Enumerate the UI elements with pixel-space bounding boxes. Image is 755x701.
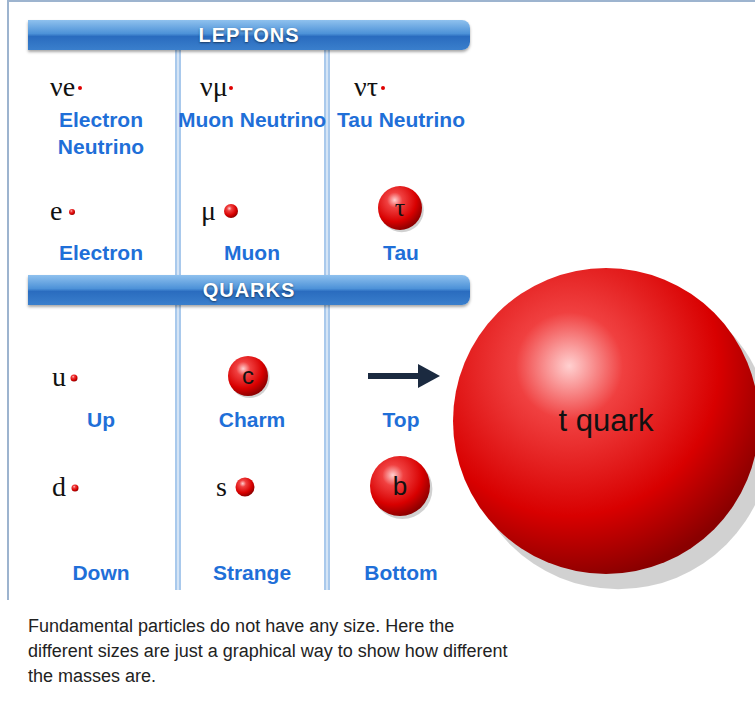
particle-name: Top: [326, 406, 476, 433]
particle-symbol: s: [216, 472, 227, 502]
mass-sphere: c: [228, 356, 268, 396]
pointer-arrow: [368, 364, 440, 388]
particle-symbol: νe: [50, 72, 75, 102]
caption-text: Fundamental particles do not have any si…: [28, 614, 508, 689]
particle-name: Muon Neutrino: [177, 106, 327, 133]
particle-symbol: νμ: [200, 72, 228, 102]
particle-symbol: u: [52, 362, 66, 392]
particle-name: Tau: [326, 239, 476, 266]
particle-name: Charm: [177, 406, 327, 433]
particle-symbol: ντ: [354, 72, 378, 102]
particle-name: Down: [26, 559, 176, 586]
particle-symbol: b: [393, 471, 407, 502]
frame-line: [7, 0, 9, 600]
particle-name: Muon: [177, 239, 327, 266]
particle-name: Bottom: [326, 559, 476, 586]
particle-name: Electron Neutrino: [26, 106, 176, 160]
mass-sphere: τ: [378, 186, 422, 230]
particle-name: Tau Neutrino: [326, 106, 476, 133]
section-title: QUARKS: [203, 279, 296, 302]
section-band: LEPTONS: [28, 20, 470, 50]
particle-symbol: τ: [395, 193, 405, 223]
particle-symbol: e: [50, 196, 62, 226]
particle-name: Strange: [177, 559, 327, 586]
particle-name: Up: [26, 406, 176, 433]
frame-line: [8, 0, 755, 2]
mass-sphere: t quark: [453, 268, 755, 574]
section-band: QUARKS: [28, 275, 470, 305]
section-title: LEPTONS: [198, 24, 299, 47]
column-separators: [175, 50, 330, 590]
mass-sphere: b: [370, 456, 430, 516]
particle-symbol: d: [52, 472, 66, 502]
particle-symbol: t quark: [559, 403, 654, 439]
particle-symbol: c: [242, 362, 254, 390]
particle-symbol: μ: [201, 196, 216, 226]
particle-name: Electron: [26, 239, 176, 266]
